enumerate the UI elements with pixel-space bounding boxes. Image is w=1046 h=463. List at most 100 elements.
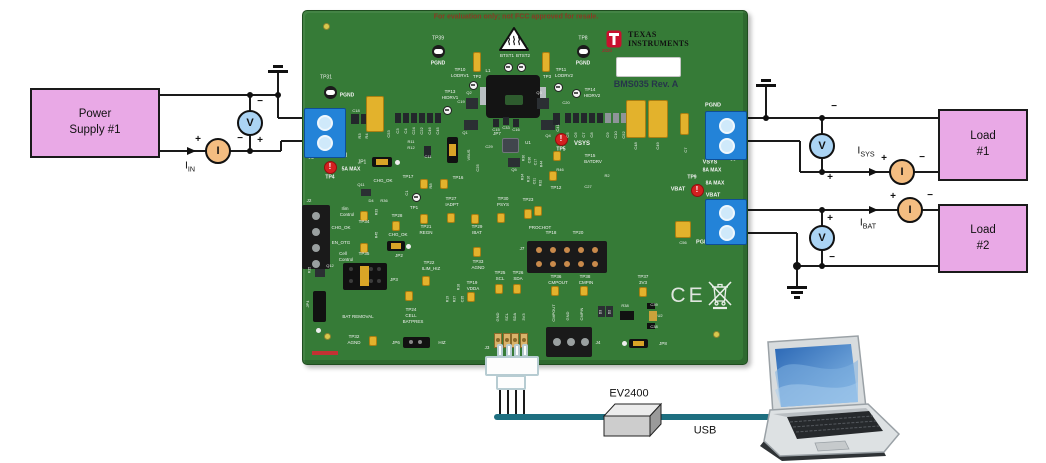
board-component [633,341,644,346]
silkscreen-label: REGN [419,229,433,235]
meter-letter: I [908,204,912,216]
silkscreen-label: AGND [471,264,485,270]
diagram-label: − [919,152,925,163]
board-component [589,113,595,123]
hot-surface-warning-icon [499,27,529,51]
silkscreen-label: TP29 [471,223,483,229]
silkscreen-label: EN_OTG [331,239,351,245]
junction-dot [819,169,825,175]
board-component [787,286,807,289]
silkscreen-label: LODRV1 [451,72,469,78]
board-component [578,247,584,253]
board-component [403,113,409,123]
silkscreen-label: TP37 [637,273,649,279]
silkscreen-label: TP28 [391,212,403,218]
terminal-hole [317,115,333,131]
silkscreen-label: TP25 [494,269,506,275]
silkscreen-label: TP19 [466,279,478,285]
silkscreen-label: TP27 [445,195,457,201]
silkscreen-label: J3 [484,344,490,350]
board-component [376,159,388,165]
silkscreen-label: C25 [475,164,480,172]
board-component [349,267,353,271]
silkscreen-label: C36 [527,156,532,164]
board-component [620,311,634,320]
silkscreen-label: GND [565,311,570,321]
board-component [534,206,542,216]
silkscreen-label: C11 [424,154,432,159]
board-component [541,120,555,130]
silkscreen-label: C24 [411,127,416,135]
junction-dot [247,92,253,98]
board-component [351,114,359,124]
silkscreen-label: R32 [538,179,543,187]
silkscreen-label: C41 [555,124,560,132]
silkscreen-label: JP3 [390,276,398,282]
wire [278,117,307,119]
silkscreen-label: R2 [604,173,610,178]
silkscreen-label: J7 [519,245,525,251]
wire [796,266,798,286]
silkscreen-label: TP17 [402,173,414,179]
silkscreen-label: PSYS [496,201,510,207]
silkscreen-label: TP14 [584,86,596,92]
board-component [315,269,325,277]
board-component [377,279,381,283]
board-component [616,57,681,77]
silkscreen-label: CHG_OK [388,231,408,237]
silkscreen-label: TP15 [584,152,596,158]
diagram-label: IIN [184,159,196,174]
silkscreen-label: U1 [525,139,531,145]
board-component [592,261,598,267]
silkscreen-label: D2 [607,309,612,315]
diagram-label: − [257,96,263,107]
silkscreen-label: Q12 [326,263,334,268]
board-component [409,340,413,344]
silkscreen-label: TP21 [420,223,432,229]
board-component [578,261,584,267]
board-component [794,296,800,299]
silkscreen-label: TP11 [555,66,567,72]
silkscreen-label: PROCHOT [528,224,552,230]
board-component [606,306,613,317]
board-component [495,284,503,294]
silkscreen-label: C10 [613,131,618,139]
board-component [405,243,411,249]
silkscreen-label: GND [495,312,500,322]
board-component [394,159,400,165]
silkscreen-label: R18 [456,283,461,291]
board-component [427,113,433,123]
silkscreen-label: TP10 [454,66,466,72]
board-component [268,70,288,73]
wire [745,140,800,142]
silkscreen-label: TP22 [423,259,435,265]
wire [799,141,801,172]
silkscreen-label: C27 [584,184,592,189]
silkscreen-label: R36 [380,198,388,203]
silkscreen-label: C48 [633,142,638,150]
silkscreen-label: TP12 [550,184,562,190]
silkscreen-label: HIDRV2 [583,92,601,98]
silkscreen-label: VDDA [466,285,480,291]
wire [523,390,525,417]
diagram-label: + [890,191,896,202]
ti-logo-icon [606,30,622,48]
diagram-label: + [827,172,833,183]
ammeter: I [897,197,923,223]
board-component [435,113,441,123]
silkscreen-label: L1 [485,67,491,73]
diagram-label: + [195,134,201,145]
terminal-hole [317,135,333,151]
diagram-label: + [257,135,263,146]
silkscreen-label: CELL [405,312,417,318]
silkscreen-label: C4 [403,128,408,134]
board-component [639,287,647,297]
ce-mark: CE [670,284,706,307]
silkscreen-label: 3V3 [638,279,648,285]
board-component [464,120,478,130]
diagram-label: − [831,101,837,112]
board-component [405,291,413,301]
silkscreen-label: JP7 [493,130,501,136]
diagram-label: USB [693,424,717,437]
ammeter: I [889,159,915,185]
